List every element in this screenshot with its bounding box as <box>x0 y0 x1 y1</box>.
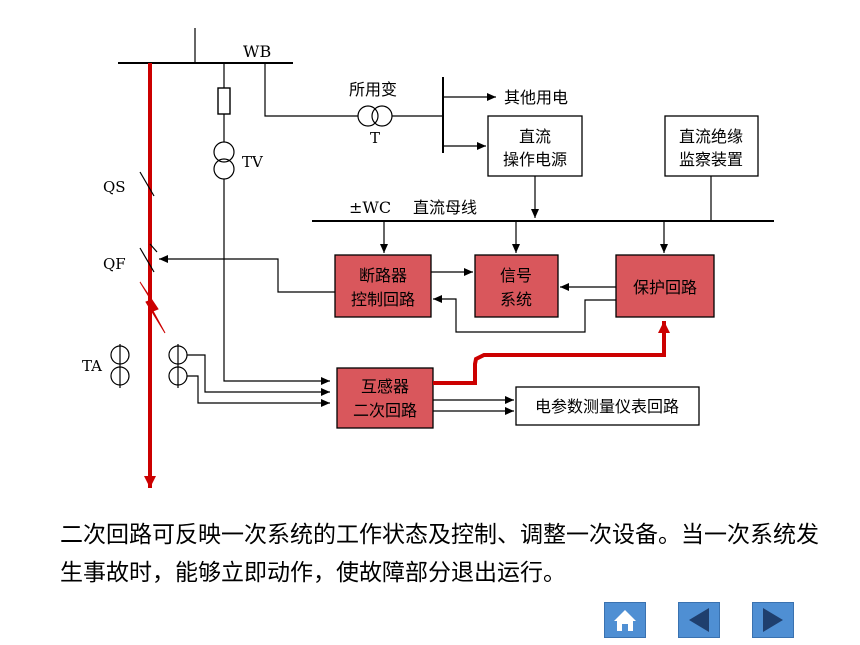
tv-label: TV <box>242 153 264 171</box>
station-transformer-wire <box>264 63 358 117</box>
previous-icon <box>689 608 709 632</box>
protection-label: 保护回路 <box>633 278 697 297</box>
wb-label: WB <box>243 42 271 61</box>
measurement-box <box>515 386 700 426</box>
transformer-secondary-box <box>336 367 434 429</box>
dc-insulation-line1: 直流绝缘 <box>679 127 743 146</box>
station-transformer-label: 所用变 <box>349 80 397 99</box>
qf-label: QF <box>103 255 126 273</box>
signal-box <box>474 254 559 318</box>
secondary-to-protection-path <box>433 321 670 385</box>
ta-right-icon <box>168 344 188 388</box>
home-icon <box>614 610 636 631</box>
dc-power-box <box>487 115 583 177</box>
protection-box <box>615 254 715 318</box>
qf-breaker <box>139 247 155 273</box>
signal-line1: 信号 <box>500 266 532 285</box>
qs-switch <box>139 171 155 197</box>
protection-to-breaker-control <box>433 295 616 333</box>
tv-wire <box>223 179 330 385</box>
qs-label: QS <box>103 178 126 196</box>
qf-breaker-mark <box>149 243 158 253</box>
previous-button[interactable] <box>678 602 720 638</box>
transformer-secondary-line2: 二次回路 <box>353 401 417 420</box>
dc-insulation-box <box>664 115 759 177</box>
station-transformer-icon <box>357 105 393 127</box>
signal-line2: 系统 <box>500 290 532 309</box>
next-button[interactable] <box>752 602 794 638</box>
dc-power-line2: 操作电源 <box>503 150 567 169</box>
tv-fuse-icon <box>217 87 231 115</box>
ta-wire-2 <box>187 375 330 407</box>
next-icon <box>763 608 783 632</box>
dc-power-line1: 直流 <box>519 127 551 146</box>
breaker-control-line2: 控制回路 <box>351 290 415 309</box>
secondary-circuit-diagram: WB QS QF TA TV 所用变 T 其他用电 <box>82 28 774 488</box>
dc-insulation-line2: 监察装置 <box>679 150 743 169</box>
other-use-label: 其他用电 <box>504 88 568 107</box>
measurement-label: 电参数测量仪表回路 <box>535 397 679 416</box>
dc-bus-symbol: ±WC <box>349 198 391 217</box>
breaker-control-line1: 断路器 <box>359 266 407 285</box>
dc-bus-name: 直流母线 <box>413 198 477 217</box>
caption-text: 二次回路可反映一次系统的工作状态及控制、调整一次设备。当一次系统发生事故时，能够… <box>60 522 819 586</box>
fault-bolt-icon <box>139 281 166 334</box>
ta-wire-1 <box>187 354 330 396</box>
tv-transformer-icon <box>213 141 235 180</box>
breaker-control-box <box>334 254 432 318</box>
station-transformer-t-label: T <box>370 129 380 147</box>
home-button[interactable] <box>604 602 646 638</box>
ta-left-icon <box>110 344 130 388</box>
transformer-secondary-line1: 互感器 <box>361 377 409 396</box>
breaker-control-to-qf <box>159 255 335 293</box>
ta-label: TA <box>82 357 102 375</box>
